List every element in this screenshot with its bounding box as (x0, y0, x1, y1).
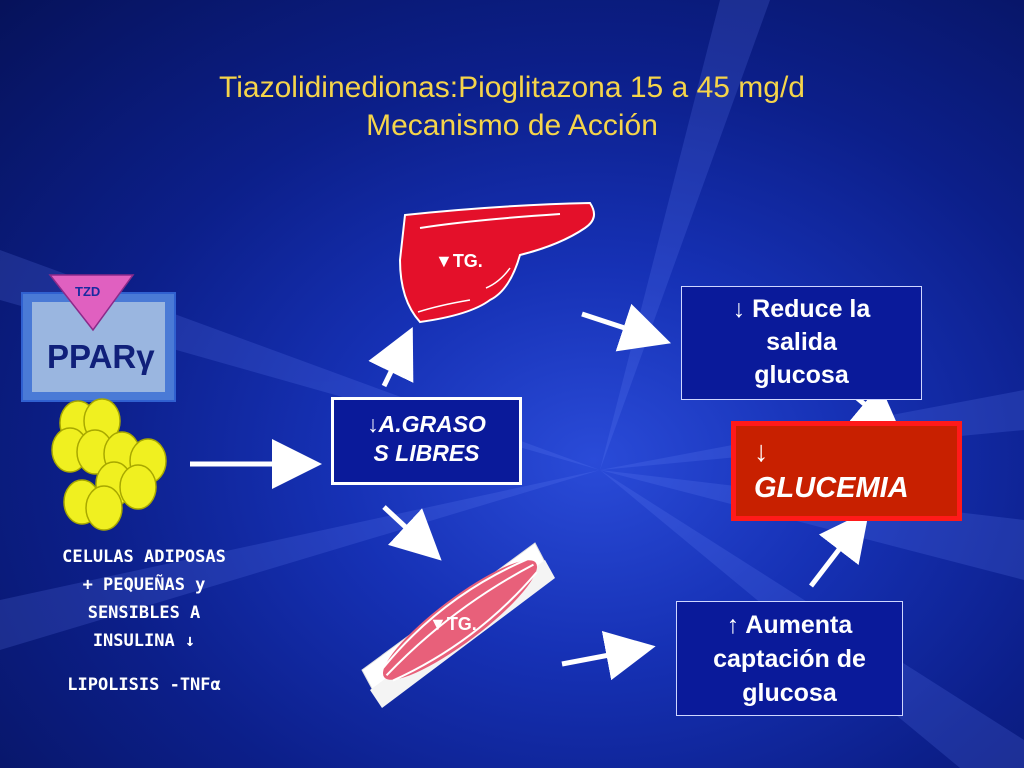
liver-illustration (398, 201, 595, 324)
arrow-fatty-acids-to-muscle (382, 505, 442, 561)
arrow-increase-to-glucemia (809, 510, 870, 588)
glucemia-arrow: ↓ (754, 436, 769, 468)
fatty-acids-line-1: ↓A.GRASO (367, 411, 486, 437)
reduce-line-2: salida (766, 328, 837, 356)
fat-cells-illustration (51, 398, 167, 531)
fat-cells-text-line-2: + PEQUEÑAS y (82, 575, 206, 595)
fat-cells-text-line-1: CELULAS ADIPOSAS (62, 547, 226, 567)
ppar-label: PPARγ (47, 338, 155, 375)
fatty-acids-box: ↓A.GRASO S LIBRES (331, 397, 522, 485)
arrow-liver-to-reduce (581, 303, 672, 352)
increase-line-1: ↑ Aumenta (726, 611, 853, 639)
lipolysis-text: LIPOLISIS -TNFα (67, 675, 221, 695)
receptor-illustration (21, 274, 176, 402)
liver-tg-label: ▼TG. (435, 251, 483, 271)
muscle-illustration (361, 542, 555, 708)
muscle-tg-label: ▼TG. (429, 614, 477, 634)
fatty-acids-line-2: S LIBRES (373, 440, 480, 466)
title-line-2: Mecanismo de Acción (366, 109, 658, 142)
tzd-label: TZD (75, 284, 101, 299)
arrow-muscle-to-increase (561, 631, 656, 681)
reduce-glucose-output-box: ↓ Reduce la salida glucosa (681, 286, 922, 400)
fat-cells-text: CELULAS ADIPOSAS + PEQUEÑAS y SENSIBLES … (10, 543, 278, 655)
glucemia-label: GLUCEMIA (754, 472, 909, 504)
arrow-fatty-acids-to-liver (368, 327, 414, 388)
title-line-1: Tiazolidinedionas:Pioglitazona 15 a 45 m… (219, 71, 805, 104)
fat-cells-text-line-4: INSULINA ↓ (92, 631, 196, 651)
glucemia-box: ↓ GLUCEMIA (731, 421, 962, 521)
fat-cells-text-line-3: SENSIBLES A (87, 603, 201, 623)
reduce-line-3: glucosa (754, 361, 849, 389)
reduce-line-1: ↓ Reduce la (732, 295, 871, 323)
increase-line-2: captación de (713, 645, 866, 673)
increase-glucose-uptake-box: ↑ Aumenta captación de glucosa (676, 601, 903, 716)
increase-line-3: glucosa (742, 679, 837, 707)
